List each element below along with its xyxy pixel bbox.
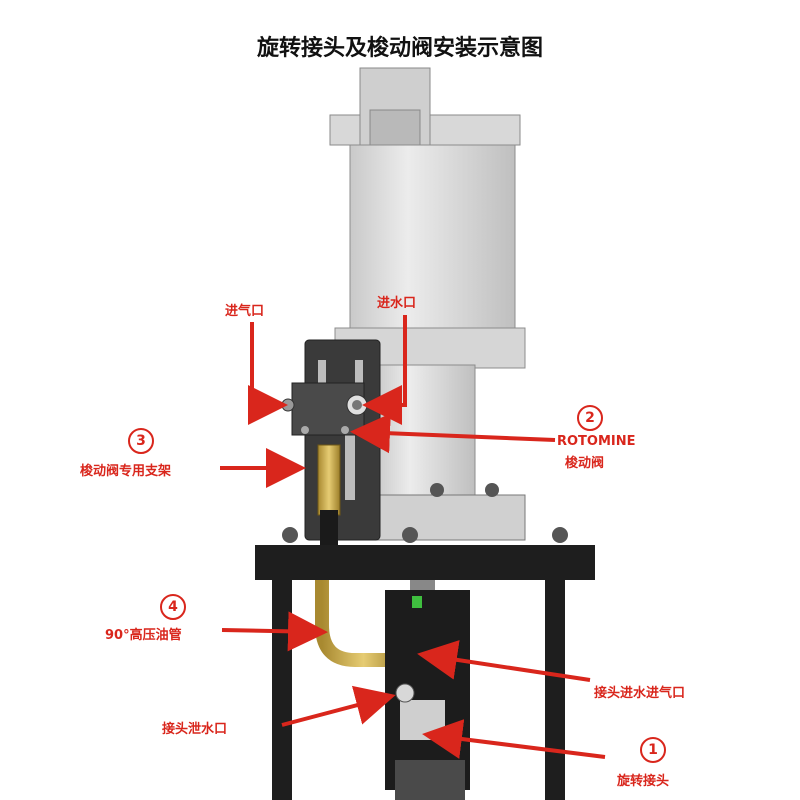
joint-inlet-label: 接头进水进气口	[594, 686, 686, 701]
valve-label: 梭动阀	[565, 456, 605, 471]
valve-brand-label: ROTOMINE	[557, 434, 636, 449]
bracket-label: 梭动阀专用支架	[80, 464, 172, 479]
shuttle-valve	[281, 382, 368, 436]
rotary-number: 1	[640, 737, 666, 763]
rotary-joint	[385, 580, 470, 800]
hose-number: 4	[160, 594, 186, 620]
base-frame	[255, 527, 595, 800]
valve-bracket	[304, 339, 381, 541]
rotary-label: 旋转接头	[617, 774, 670, 789]
air-inlet-label: 进气口	[225, 304, 265, 319]
drain-label: 接头泄水口	[162, 722, 228, 737]
hose-label: 90°高压油管	[105, 628, 182, 643]
bracket-number: 3	[128, 428, 154, 454]
annotation-arrows	[220, 315, 606, 759]
diagram-title: 旋转接头及梭动阀安装示意图	[256, 36, 543, 61]
water-inlet-label: 进水口	[377, 296, 417, 311]
valve-number: 2	[577, 405, 603, 431]
